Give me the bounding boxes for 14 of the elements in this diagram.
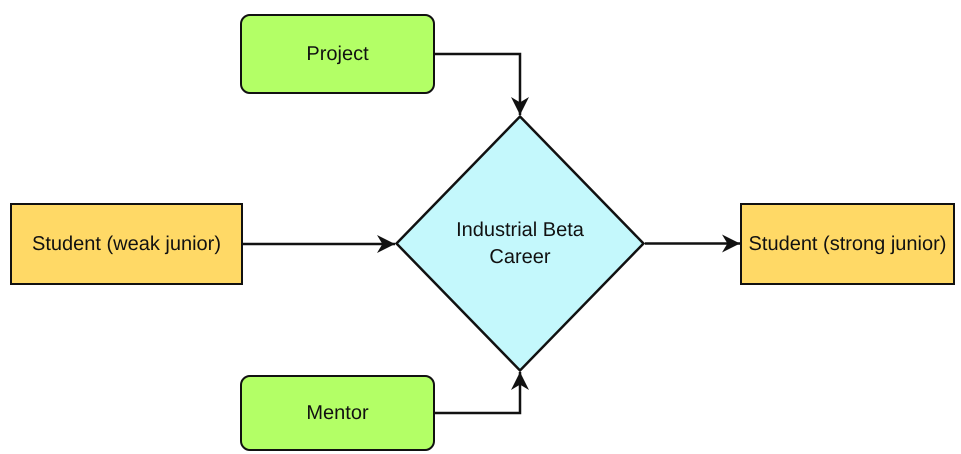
process-box xyxy=(240,375,435,451)
process-box xyxy=(10,203,243,285)
node-label: Student (strong junior) xyxy=(748,232,946,256)
arrow xyxy=(645,234,740,252)
process-box xyxy=(240,14,435,94)
node-label: Student (weak junior) xyxy=(32,232,221,256)
node-label: Project xyxy=(306,42,369,66)
arrow xyxy=(243,235,395,253)
process-box xyxy=(740,203,955,285)
decision-diamond xyxy=(395,115,645,372)
arrow xyxy=(435,52,529,115)
node-label: Mentor xyxy=(306,400,369,426)
node-label: Industrial Beta Career xyxy=(455,218,585,270)
arrow xyxy=(435,372,529,414)
